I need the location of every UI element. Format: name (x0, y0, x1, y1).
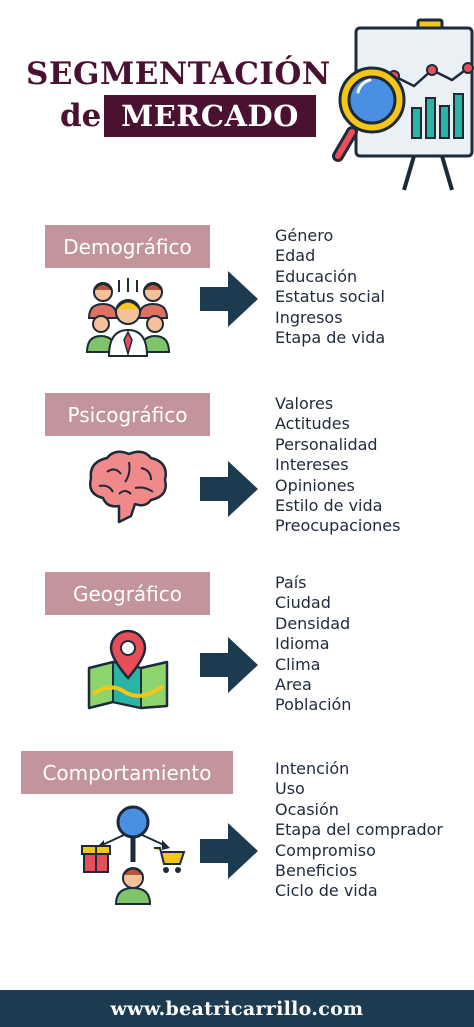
list-item: Beneficios (275, 861, 358, 881)
people-group-icon (85, 278, 171, 357)
attribute-list-psicografico: Valores Actitudes Personalidad Intereses… (275, 394, 400, 537)
list-item: Etapa de vida (275, 328, 386, 348)
list-item: Area (275, 675, 312, 695)
arrow-right-icon (200, 271, 258, 327)
section-label-psicografico: Psicográfico (45, 393, 210, 436)
list-item: Intención (275, 759, 350, 778)
list-item: Clima (275, 654, 321, 674)
section-label-demografico: Demográfico (45, 225, 210, 268)
list-item: Intereses (275, 455, 349, 475)
list-item: Etapa del comprador (275, 820, 443, 840)
list-item: Densidad (275, 613, 351, 633)
list-item: Actitudes (275, 414, 350, 434)
list-item: Estatus social (275, 287, 385, 307)
list-item: Ciclo de vida (275, 881, 378, 901)
customer-behavior-icon (81, 805, 186, 905)
list-item: Ciudad (275, 593, 331, 613)
list-item: Edad (275, 246, 316, 266)
list-item: Género (275, 226, 334, 245)
list-item: Opiniones (275, 475, 355, 495)
page-title-prefix: de (60, 98, 102, 134)
list-item: Valores (275, 394, 334, 413)
list-item: Ingresos (275, 307, 343, 327)
list-item: Estilo de vida (275, 496, 383, 516)
list-item: Ocasión (275, 799, 339, 819)
section-label-comportamiento: Comportamiento (21, 751, 233, 794)
page-title-line1: SEGMENTACIÓN (26, 56, 331, 92)
attribute-list-comportamiento: Intención Uso Ocasión Etapa del comprado… (275, 759, 443, 902)
list-item: Personalidad (275, 434, 378, 454)
brain-icon (89, 450, 167, 524)
list-item: Compromiso (275, 840, 376, 860)
arrow-right-icon (200, 823, 258, 879)
footer-website-link[interactable]: www.beatricarrillo.com (0, 990, 474, 1027)
attribute-list-geografico: País Ciudad Densidad Idioma Clima Area P… (275, 573, 351, 716)
arrow-right-icon (200, 637, 258, 693)
list-item: País (275, 573, 307, 592)
list-item: Preocupaciones (275, 516, 401, 536)
list-item: Educación (275, 266, 358, 286)
map-pin-icon (87, 629, 169, 710)
list-item: Uso (275, 779, 305, 799)
list-item: Población (275, 695, 352, 715)
list-item: Idioma (275, 634, 330, 654)
arrow-right-icon (200, 461, 258, 517)
attribute-list-demografico: Género Edad Educación Estatus social Ing… (275, 226, 385, 348)
presentation-board-magnifier-icon (332, 18, 474, 191)
section-label-geografico: Geográfico (45, 572, 210, 615)
page-title-boxed: MERCADO (104, 95, 316, 137)
